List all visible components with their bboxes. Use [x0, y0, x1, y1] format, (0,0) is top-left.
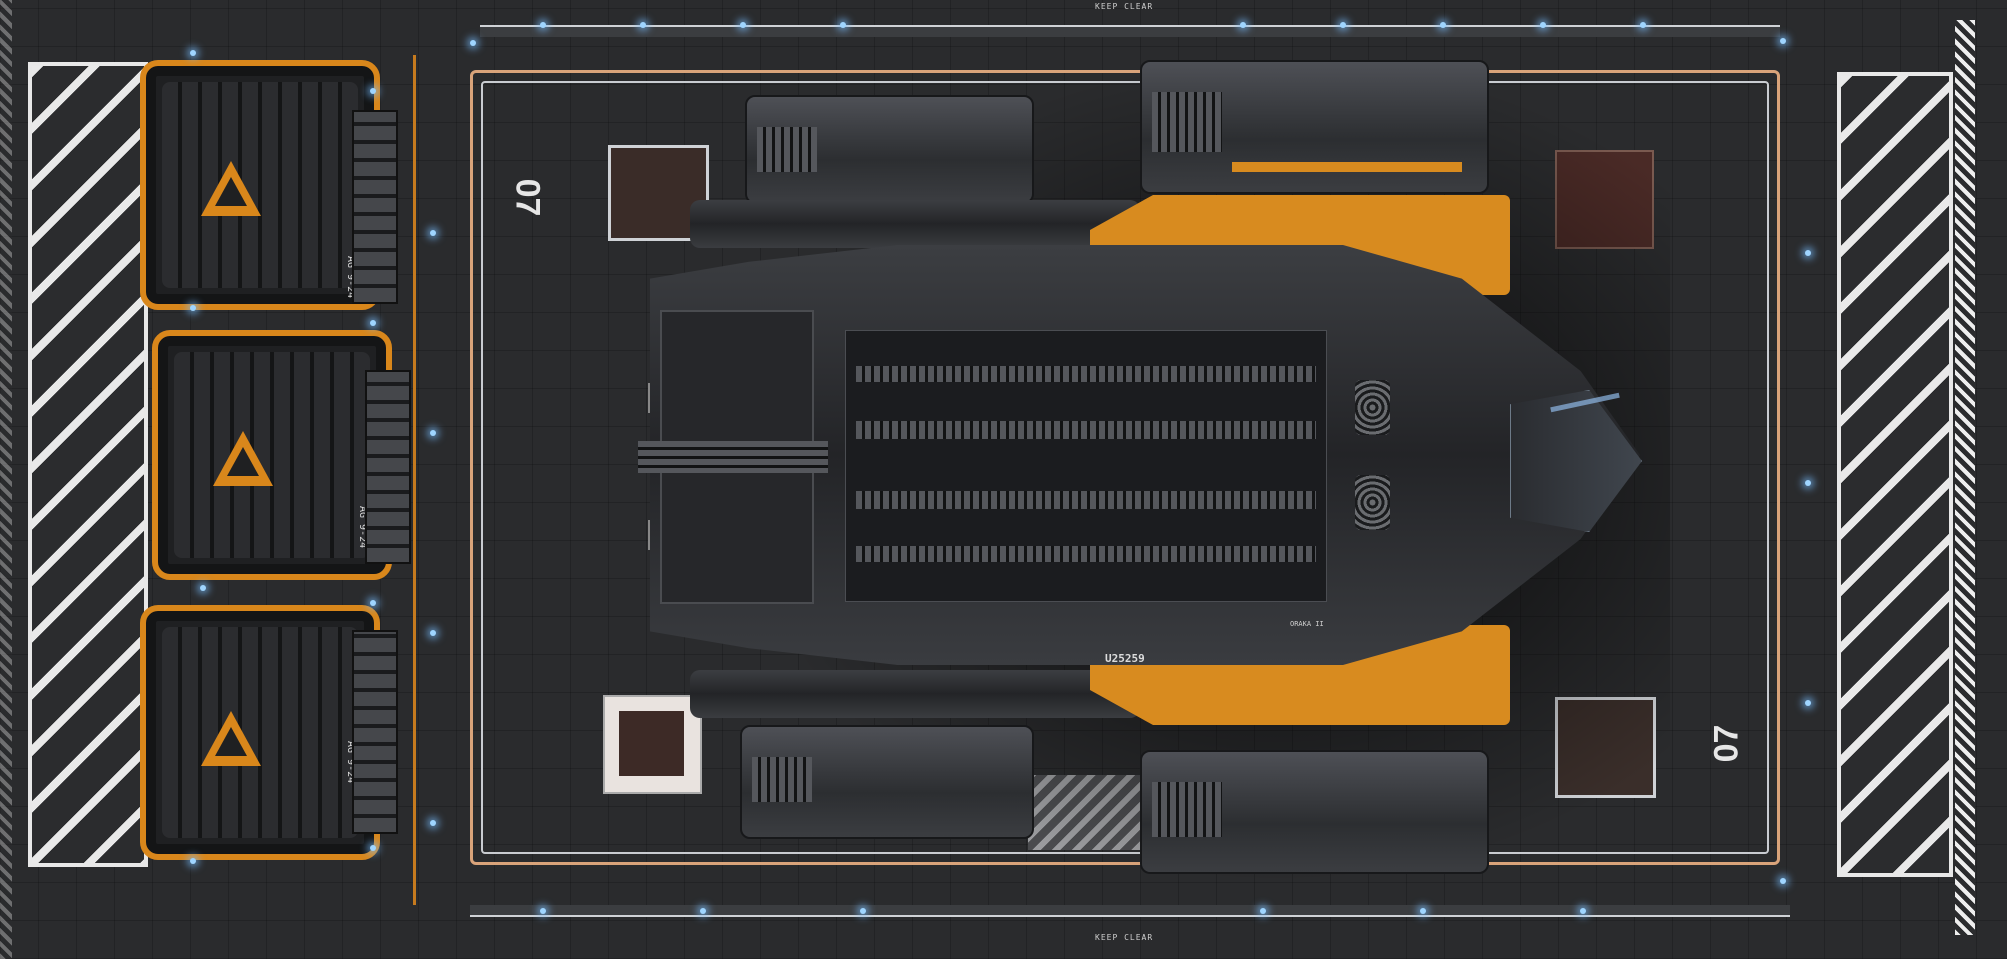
pylon-top — [690, 200, 1140, 248]
crate-3-side-slats — [352, 630, 398, 834]
hangar-light — [1260, 908, 1266, 914]
hangar-light — [860, 908, 866, 914]
cargo-crate-2[interactable]: AG 9-24 — [152, 330, 392, 580]
hangar-light — [370, 320, 376, 326]
hangar-light — [370, 88, 376, 94]
engine-vent — [1152, 92, 1222, 152]
engine-top-left — [745, 95, 1034, 204]
hangar-light — [370, 845, 376, 851]
cockpit-canopy — [1510, 390, 1642, 532]
engine-vent — [757, 127, 817, 172]
hangar-light — [370, 600, 376, 606]
ship-registration: U25259 — [1105, 652, 1145, 665]
hangar-light — [1440, 22, 1446, 28]
crate-triangle-icon — [201, 161, 261, 216]
spine-vent-2 — [856, 421, 1316, 439]
hangar-light — [1240, 22, 1246, 28]
hangar-light — [190, 305, 196, 311]
hangar-light — [840, 22, 846, 28]
bay-number-bottom: 07 — [1707, 724, 1746, 763]
hangar-light — [430, 230, 436, 236]
hangar-light — [1805, 250, 1811, 256]
hangar-light — [1780, 878, 1786, 884]
hangar-light — [1805, 700, 1811, 706]
hangar-light — [640, 22, 646, 28]
engine-bottom-right — [1140, 750, 1489, 874]
crate-triangle-icon — [213, 431, 273, 486]
bay-number-top: 07 — [508, 178, 547, 217]
crate-1-side-slats — [352, 110, 398, 304]
hangar-light — [190, 50, 196, 56]
hangar-light — [430, 820, 436, 826]
ship[interactable]: U25259 ORAKA II — [638, 60, 1650, 890]
hangar-light — [430, 430, 436, 436]
floor-hatch-bottom-left — [603, 695, 702, 794]
hangar-light — [540, 908, 546, 914]
crate-triangle-icon — [201, 711, 261, 766]
keep-clear-top: KEEP CLEAR — [1095, 2, 1154, 11]
right-hazard-zone — [1837, 72, 1953, 877]
engine-bottom-left — [740, 725, 1034, 839]
spine-vent-3 — [856, 491, 1316, 509]
crate-2-side-slats — [365, 370, 411, 564]
hangar-light — [740, 22, 746, 28]
hangar-light — [190, 858, 196, 864]
hangar-light — [700, 908, 706, 914]
left-guide-line — [413, 55, 416, 905]
pylon-bottom — [690, 670, 1140, 718]
cargo-crate-1[interactable]: AG 9-24 — [140, 60, 380, 310]
engine-accent-stripe — [1232, 162, 1462, 172]
hangar-light — [1805, 480, 1811, 486]
keep-clear-bottom: KEEP CLEAR — [1095, 933, 1154, 942]
hangar-light — [1340, 22, 1346, 28]
hangar-light — [200, 585, 206, 591]
ramp-vent — [638, 441, 828, 473]
spine-vent-4 — [856, 546, 1316, 562]
left-edge-stripe — [0, 0, 12, 959]
ship-name-decal: ORAKA II — [1290, 620, 1324, 628]
spine-vent-1 — [856, 366, 1316, 382]
engine-top-right — [1140, 60, 1489, 194]
hangar-light — [430, 630, 436, 636]
thruster-cluster-bottom — [1355, 475, 1390, 530]
hangar-light — [540, 22, 546, 28]
hangar-light — [1640, 22, 1646, 28]
hangar-light — [1580, 908, 1586, 914]
hangar-light — [1540, 22, 1546, 28]
rear-ramp — [638, 310, 828, 604]
hangar-light — [1420, 908, 1426, 914]
cargo-spine — [845, 330, 1327, 602]
thruster-cluster-top — [1355, 380, 1390, 435]
engine-vent — [1152, 782, 1222, 837]
hangar-light — [1780, 38, 1786, 44]
left-hazard-zone — [28, 62, 148, 867]
hangar-light — [470, 40, 476, 46]
right-edge-stripe — [1955, 20, 1975, 935]
cargo-crate-3[interactable]: AG 9-24 — [140, 605, 380, 860]
engine-vent — [752, 757, 812, 802]
floor-hatch-core — [619, 711, 684, 776]
